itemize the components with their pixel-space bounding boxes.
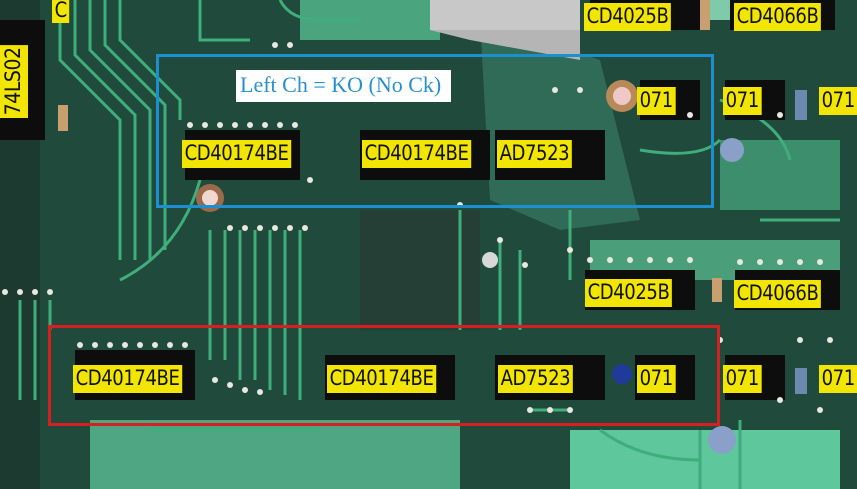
chip-label-cd4025b-mid: CD4025B xyxy=(585,279,673,307)
blue-highlight-box xyxy=(156,54,714,208)
chip-label-c: C xyxy=(52,0,70,23)
chip-label-cd4066b-mid: CD4066B xyxy=(734,280,822,308)
chip-label-cd4066b-top: CD4066B xyxy=(734,3,822,31)
chip-label-ad7523-blue: AD7523 xyxy=(497,140,572,168)
chip-label-071-bot-3: 071 xyxy=(819,365,857,393)
left-channel-annotation: Left Ch = KO (No Ck) xyxy=(236,70,452,102)
chip-label-cd40174be-blue-2: CD40174BE xyxy=(362,140,472,168)
chip-label-071-bot-1: 071 xyxy=(637,365,676,393)
chip-label-74ls02: 74LS02 xyxy=(0,44,28,119)
chip-label-071-top-2: 071 xyxy=(723,87,762,115)
chip-label-071-top-3: 071 xyxy=(819,87,857,115)
chip-label-cd40174be-red-1: CD40174BE xyxy=(73,365,183,393)
chip-label-cd40174be-blue-1: CD40174BE xyxy=(182,140,292,168)
chip-label-ad7523-red: AD7523 xyxy=(498,365,573,393)
red-highlight-box xyxy=(48,325,720,426)
chip-label-071-top-1: 071 xyxy=(637,87,676,115)
chip-label-cd4025b-top: CD4025B xyxy=(584,3,672,31)
chip-label-cd40174be-red-2: CD40174BE xyxy=(327,365,437,393)
chip-label-071-bot-2: 071 xyxy=(723,365,762,393)
